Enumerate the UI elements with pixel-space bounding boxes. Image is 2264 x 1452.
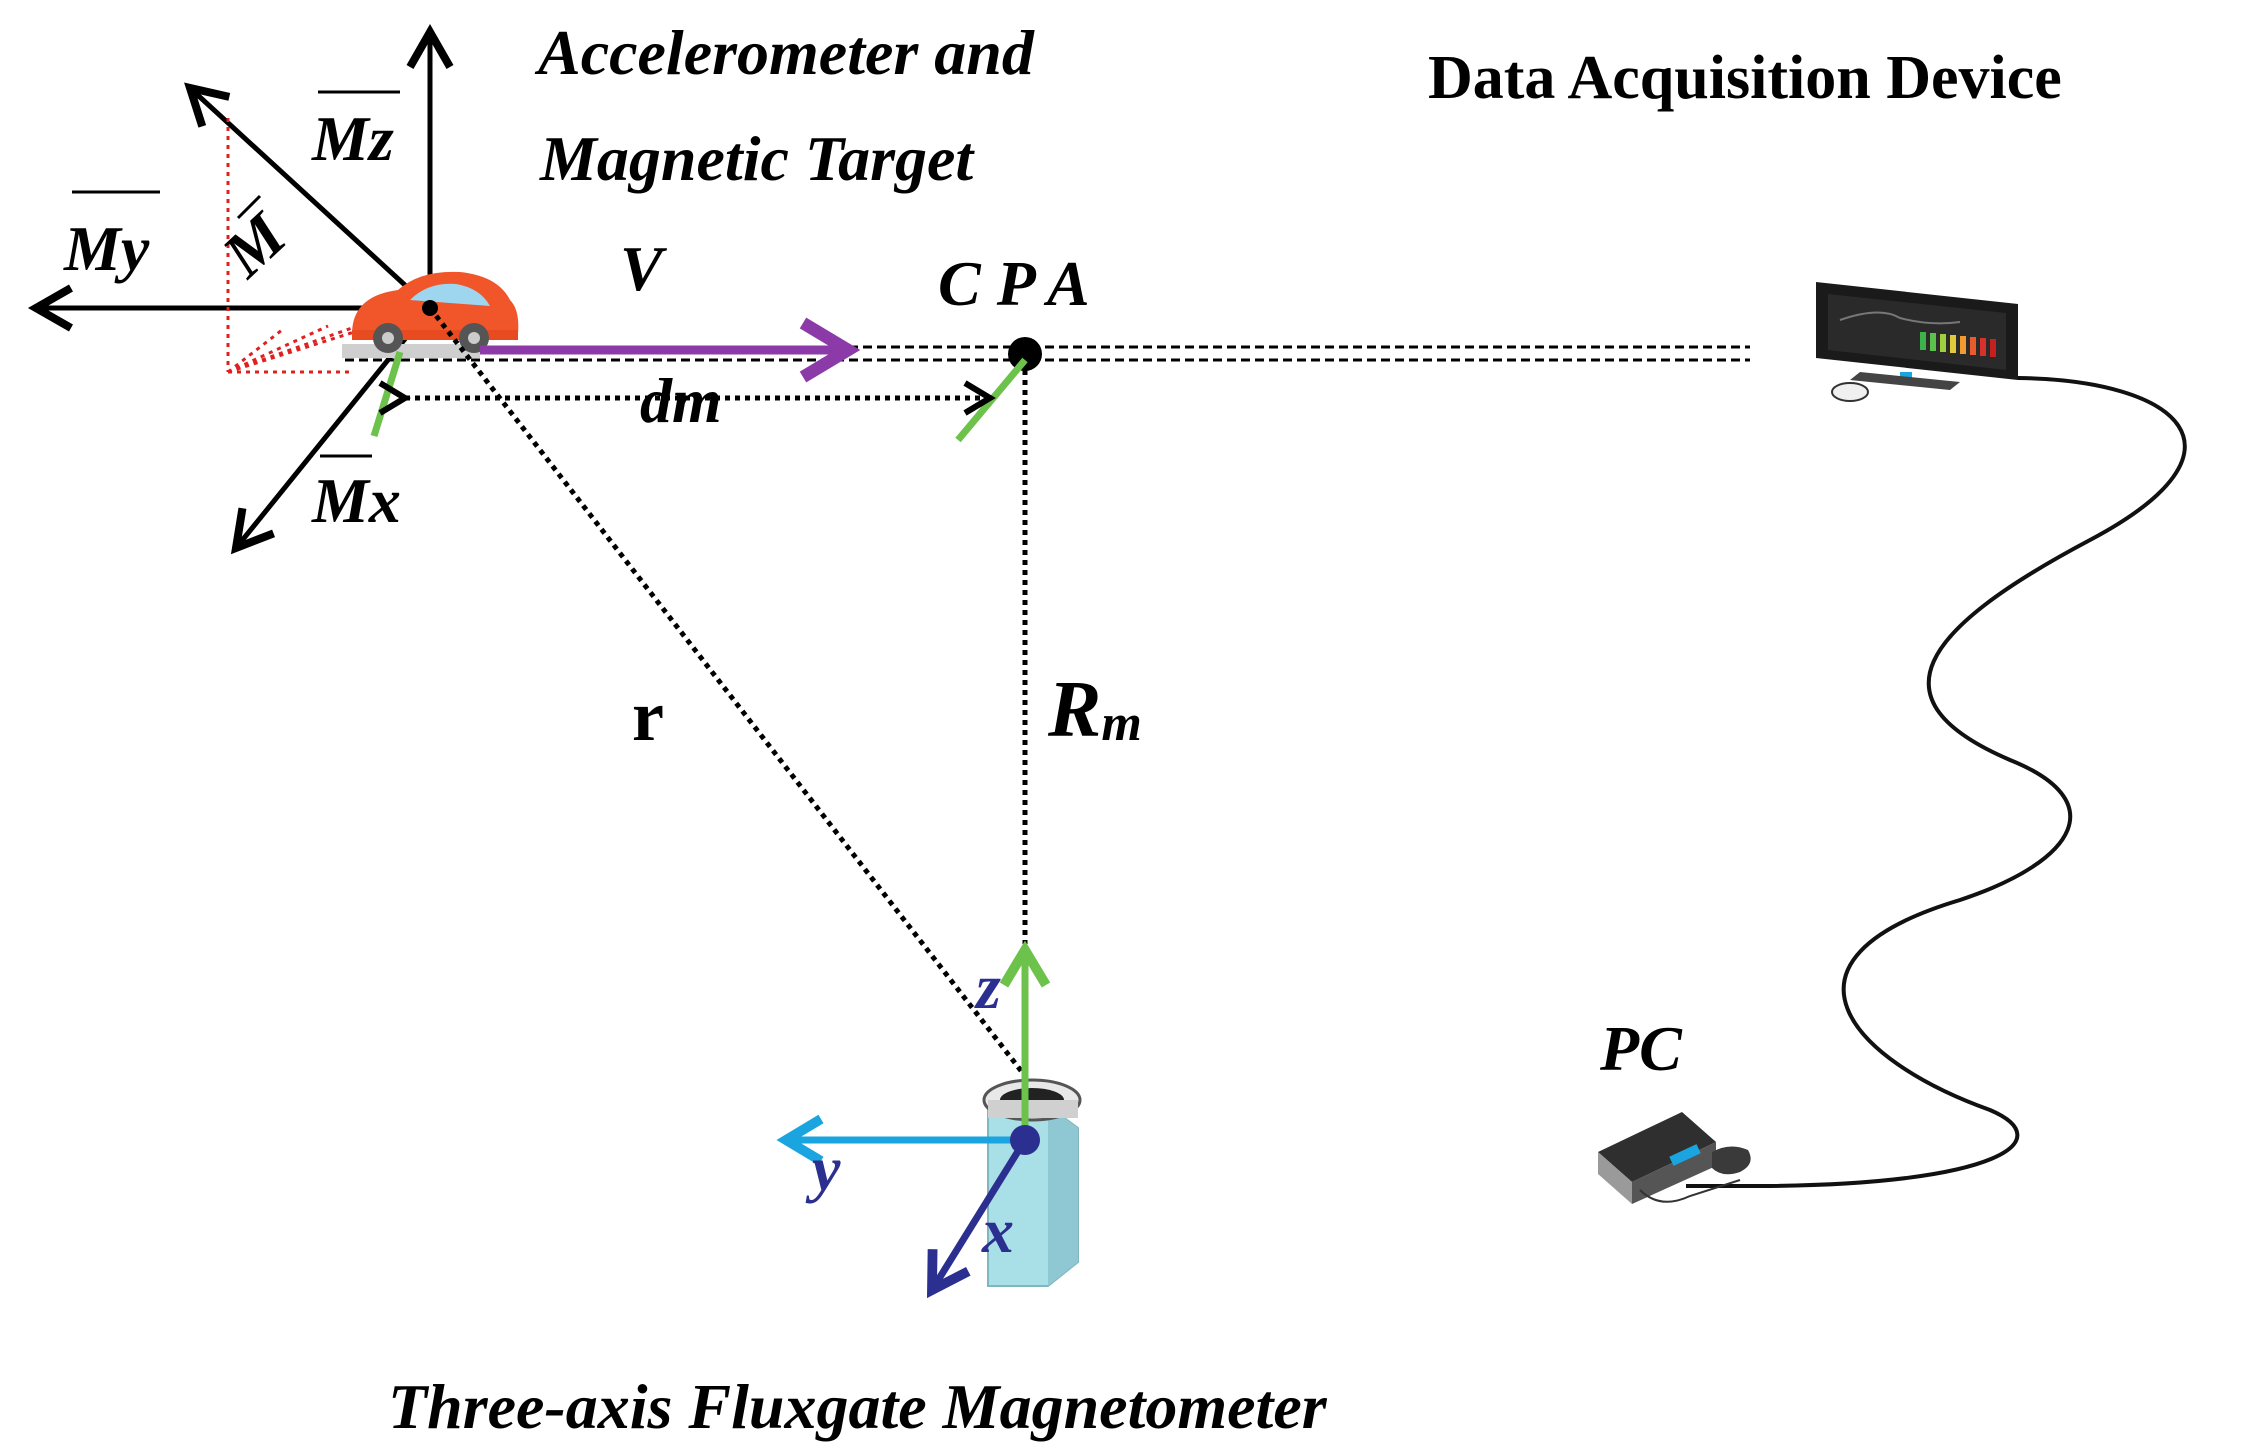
label-Mz: Mz [311,90,400,174]
car-icon [342,271,519,358]
pc-box-icon [1598,1112,1751,1204]
monitor-icon [1816,282,2018,402]
sensor-origin [1010,1125,1040,1155]
label-sensor-z: z [974,951,1001,1022]
cpa-point [1008,337,1042,371]
daq-title: Data Acquisition Device [1428,44,2062,112]
svg-text:Mz: Mz [311,103,394,174]
target-title-line1: Accelerometer and [534,17,1035,88]
label-Mx: Mx [311,454,401,536]
sensor-x-axis [926,1138,1028,1299]
label-My: My [63,190,160,284]
svg-text:M: M [208,198,300,291]
svg-text:My: My [63,213,150,284]
label-sensor-y: y [805,1133,841,1204]
label-rm: Rm [1047,666,1142,754]
moment-projection-lines [226,118,431,374]
sensor-title: Three-axis Fluxgate Magnetometer [388,1371,1328,1442]
svg-text:Mx: Mx [311,465,401,536]
target-title-line2: Magnetic Target [539,123,975,194]
label-M: M [208,194,301,291]
label-r: r [632,676,664,756]
label-cpa: C P A [938,248,1090,319]
cable [1686,376,2187,1188]
label-dm: dm [640,365,722,436]
fluxgate-sensor-icon [982,1078,1082,1287]
r-line [428,306,1024,1074]
label-sensor-x: x [981,1195,1014,1266]
label-pc: PC [1599,1013,1683,1084]
trajectory-line [345,345,1750,362]
label-velocity: V [620,233,668,304]
